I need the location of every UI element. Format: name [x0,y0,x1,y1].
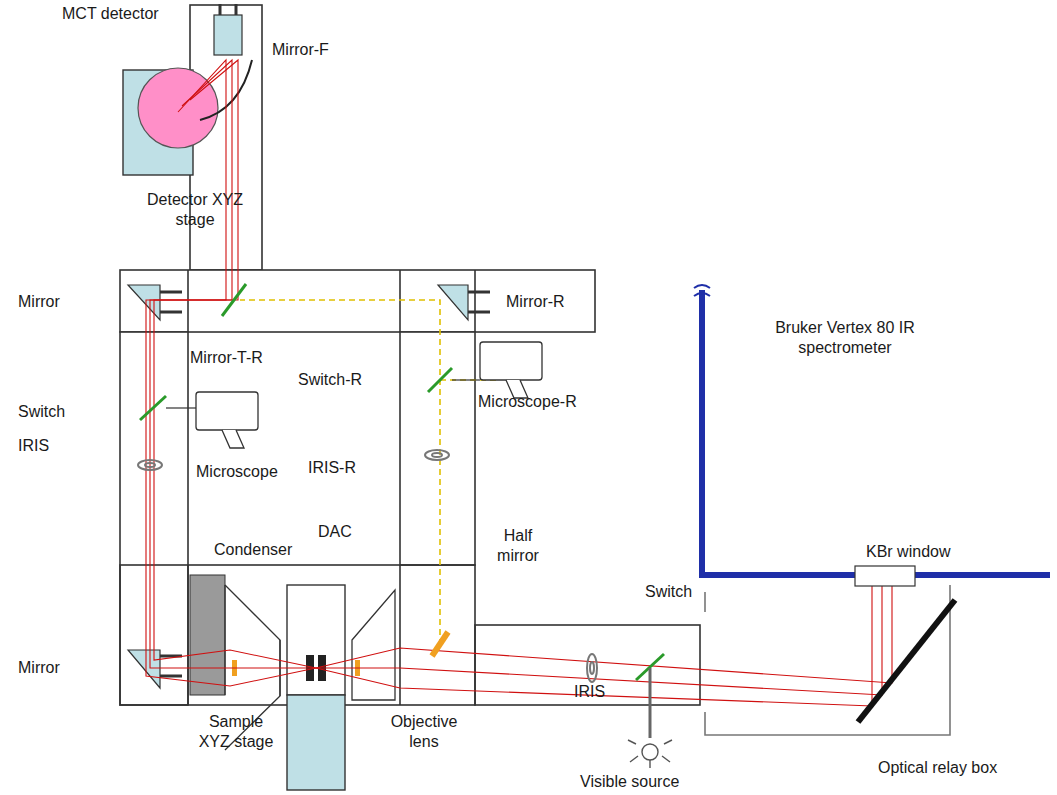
part-label: Microscope [196,462,278,482]
part-label: Detector XYZ stage [140,190,250,230]
mirror-f-prongs [220,4,236,15]
part-label: IRIS [18,436,49,456]
part-label: Microscope-R [478,392,577,412]
mirror-f-holder [214,15,242,55]
part-label: IRIS-R [308,458,356,478]
part-label: Bruker Vertex 80 IR spectrometer [770,318,920,358]
dac [287,585,345,695]
part-label: Mirror [18,658,60,678]
mirror-prism [128,285,490,688]
part-label: Half mirror [488,526,548,566]
part-label: Sample XYZ stage [196,712,276,752]
part-label: Optical relay box [878,758,997,778]
relay-mirror [858,600,955,722]
part-label: Mirror-R [506,292,565,312]
spectrometer-frame [694,285,1050,575]
part-label: Mirror-F [272,40,329,60]
objective-lens [352,590,395,700]
half-mirror [432,632,448,656]
part-label: Switch [645,582,692,602]
part-label: IRIS [574,682,605,702]
part-label: Objective lens [384,712,464,752]
mct-detector [138,68,218,148]
part-label: Mirror [18,292,60,312]
part-label: MCT detector [62,4,159,24]
part-label: KBr window [866,542,950,562]
iris [138,450,597,682]
part-label: DAC [318,522,352,542]
switch [140,284,664,680]
visible-source [628,668,672,768]
housing [120,5,950,735]
part-label: Switch [18,402,65,422]
visible-path [240,300,500,645]
condenser-mount [190,575,225,695]
part-label: Condenser [214,540,292,560]
sample-stage [287,695,345,790]
kbr-window [855,566,915,586]
part-label: Visible source [580,772,679,792]
part-label: Mirror-T-R [190,348,263,368]
part-label: Switch-R [298,370,362,390]
ir-beam [146,60,892,706]
